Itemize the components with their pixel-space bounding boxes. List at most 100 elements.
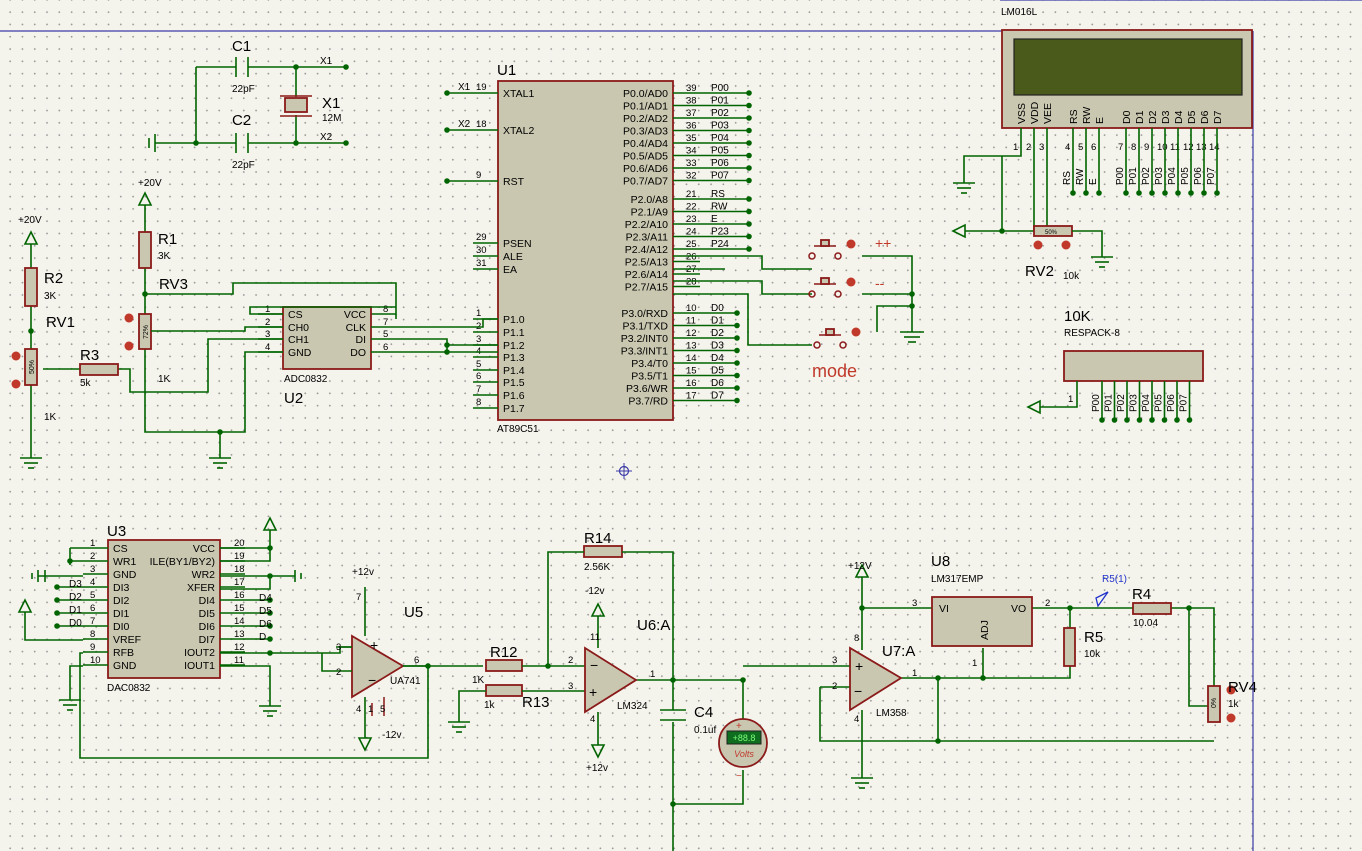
rv2-inc-icon[interactable] — [1061, 240, 1071, 250]
lcd-pin-number: 1 — [1013, 142, 1018, 153]
u1-right-pin-end — [734, 360, 740, 366]
probe-icon[interactable] — [1095, 591, 1109, 608]
u3-net-label: D6 — [259, 619, 272, 630]
rv3-dec-icon[interactable] — [124, 341, 134, 351]
u1-pin-net: P24 — [711, 239, 729, 250]
u7-plus-sign: + — [855, 658, 863, 674]
u1-pin-name: PSEN — [503, 238, 532, 250]
crystal-oscillator[interactable]: C1 22pF C2 22pF X1 12M X1 X2 — [148, 38, 349, 171]
u1-pin-number: 15 — [686, 366, 697, 377]
lcd-net-end — [1162, 190, 1168, 196]
u6-pin-11: 11 — [590, 632, 600, 643]
button-group[interactable]: ++ -- mode — [673, 235, 924, 381]
u7-body[interactable] — [849, 646, 903, 712]
plus-button-label: ++ — [875, 235, 891, 251]
u5-pin-2: 2 — [336, 667, 341, 678]
lcd-pin-name: D3 — [1160, 110, 1172, 124]
u2-pin-number: 7 — [383, 317, 388, 328]
u1-pin-name: P2.7/A15 — [625, 282, 668, 294]
u7-u8-output-stage[interactable]: + − VI VO ADJ R5(1) +12V U7:A LM358 U8 L… — [743, 553, 1257, 789]
u1-pin-name: XTAL2 — [503, 125, 534, 137]
u1-right-pin-end — [734, 322, 740, 329]
voltmeter[interactable]: +88.8 Volts + − — [718, 718, 768, 782]
u3-net-end — [54, 623, 60, 629]
respack-pin-end — [1136, 417, 1143, 423]
mode-button[interactable]: mode — [812, 327, 861, 382]
u6-pin-4: 4 — [590, 714, 595, 725]
u3-pin-number: 17 — [234, 577, 245, 588]
rv1-inc-icon[interactable] — [11, 351, 21, 361]
rv3-inc-icon[interactable] — [124, 313, 134, 323]
u2-body[interactable] — [282, 306, 372, 370]
u3-body[interactable] — [107, 539, 221, 679]
u6-plus-sign: + — [589, 684, 597, 700]
u2-part: ADC0832 — [284, 374, 328, 385]
u3-pin-number: 9 — [90, 642, 95, 653]
u3-pin-name: VCC — [193, 543, 216, 555]
u3-net-end — [54, 584, 60, 590]
lcd-display[interactable]: LM016L VSS1VDD2VEE3RS4RSRW5RWE6ED07P00D1… — [951, 7, 1253, 282]
minus-button[interactable]: -- — [808, 275, 885, 298]
u8-pin-3: 3 — [912, 598, 917, 609]
u2-pin-name: CS — [288, 309, 303, 321]
r5-label: R5 — [1084, 629, 1103, 646]
u5-vp: +12v — [352, 567, 374, 578]
u1-pin-name: P1.6 — [503, 390, 525, 402]
u1-right-pin-end — [734, 397, 740, 404]
u3-ref: U3 — [107, 523, 126, 540]
u1-pin-net: X2 — [458, 119, 471, 130]
u3-pin-name: DI2 — [113, 595, 130, 607]
respack-pin-end — [1174, 417, 1180, 423]
u8-body[interactable] — [931, 596, 1033, 647]
u1-pin-name: P3.4/T0 — [631, 358, 668, 370]
u1-right-pin-end — [734, 385, 740, 391]
u2-pin-number: 6 — [383, 342, 388, 353]
u1-pin-net: E — [711, 214, 718, 225]
rv1-dec-icon[interactable] — [11, 379, 21, 389]
rv4-inc-icon[interactable] — [1226, 685, 1236, 695]
u5-part: UA741 — [390, 676, 421, 687]
rv2-dec-icon[interactable] — [1033, 240, 1043, 250]
u5-opamp[interactable]: + − +12v -12v U5 UA741 3 2 6 7 4 1 5 — [321, 567, 483, 752]
u1-pin-name: P3.1/TXD — [622, 321, 668, 333]
u3-pin-name: ILE(BY1/BY2) — [150, 556, 215, 568]
analog-input-network[interactable]: +20V R1 3K RV3 1K 72% +20V R2 3K RV1 1K … — [11, 178, 397, 469]
u2-pin-name: VCC — [344, 309, 367, 321]
u1-left-pins: 19XTAL1X118XTAL2X29RST29PSEN30ALE31EA1P1… — [444, 82, 534, 415]
u6-body[interactable] — [584, 646, 638, 714]
u1-pin-name: P0.2/AD2 — [623, 113, 668, 125]
lcd-net-end — [1149, 190, 1155, 196]
plus-button[interactable]: ++ — [808, 235, 891, 260]
u5-body[interactable] — [351, 634, 405, 699]
u1-pin-name: P1.2 — [503, 340, 525, 352]
lcd-pin-name: RW — [1081, 107, 1093, 124]
u3-pin-number: 19 — [234, 551, 245, 562]
u6-filter-stage[interactable]: − + R14 2.56K R12 1K R13 1k C4 0.1uf U6:… — [448, 530, 746, 851]
u1-pin-number: 22 — [686, 202, 697, 213]
u1-pin-number: 28 — [686, 277, 697, 288]
u3-pin-number: 20 — [234, 538, 245, 549]
respack-net-label: P02 — [1116, 394, 1127, 412]
respack-body[interactable] — [1063, 350, 1204, 382]
rv4-dec-icon[interactable] — [1226, 713, 1236, 723]
rv1-percent: 50% — [29, 360, 36, 374]
lcd-net-end — [1136, 190, 1142, 196]
u1-pin-number: 6 — [476, 371, 481, 382]
u6-pin-3: 3 — [568, 681, 573, 692]
r3-value: 5k — [80, 378, 92, 389]
respack-net-label: P05 — [1154, 394, 1165, 412]
u1-pin-net: RW — [711, 202, 728, 213]
r1-label: R1 — [158, 231, 177, 248]
u1-right-pin-end — [746, 196, 752, 202]
u1-body[interactable] — [497, 80, 674, 421]
u3-pin-name: DI0 — [113, 621, 130, 633]
respack-pin-end — [1124, 417, 1130, 423]
u1-pin-name: P0.5/AD5 — [623, 151, 668, 163]
u2-pin-name: CH0 — [288, 322, 309, 334]
u1-microcontroller[interactable]: U1 AT89C51 19XTAL1X118XTAL2X29RST29PSEN3… — [444, 62, 752, 435]
u1-pin-name: P0.7/AD7 — [623, 176, 668, 188]
